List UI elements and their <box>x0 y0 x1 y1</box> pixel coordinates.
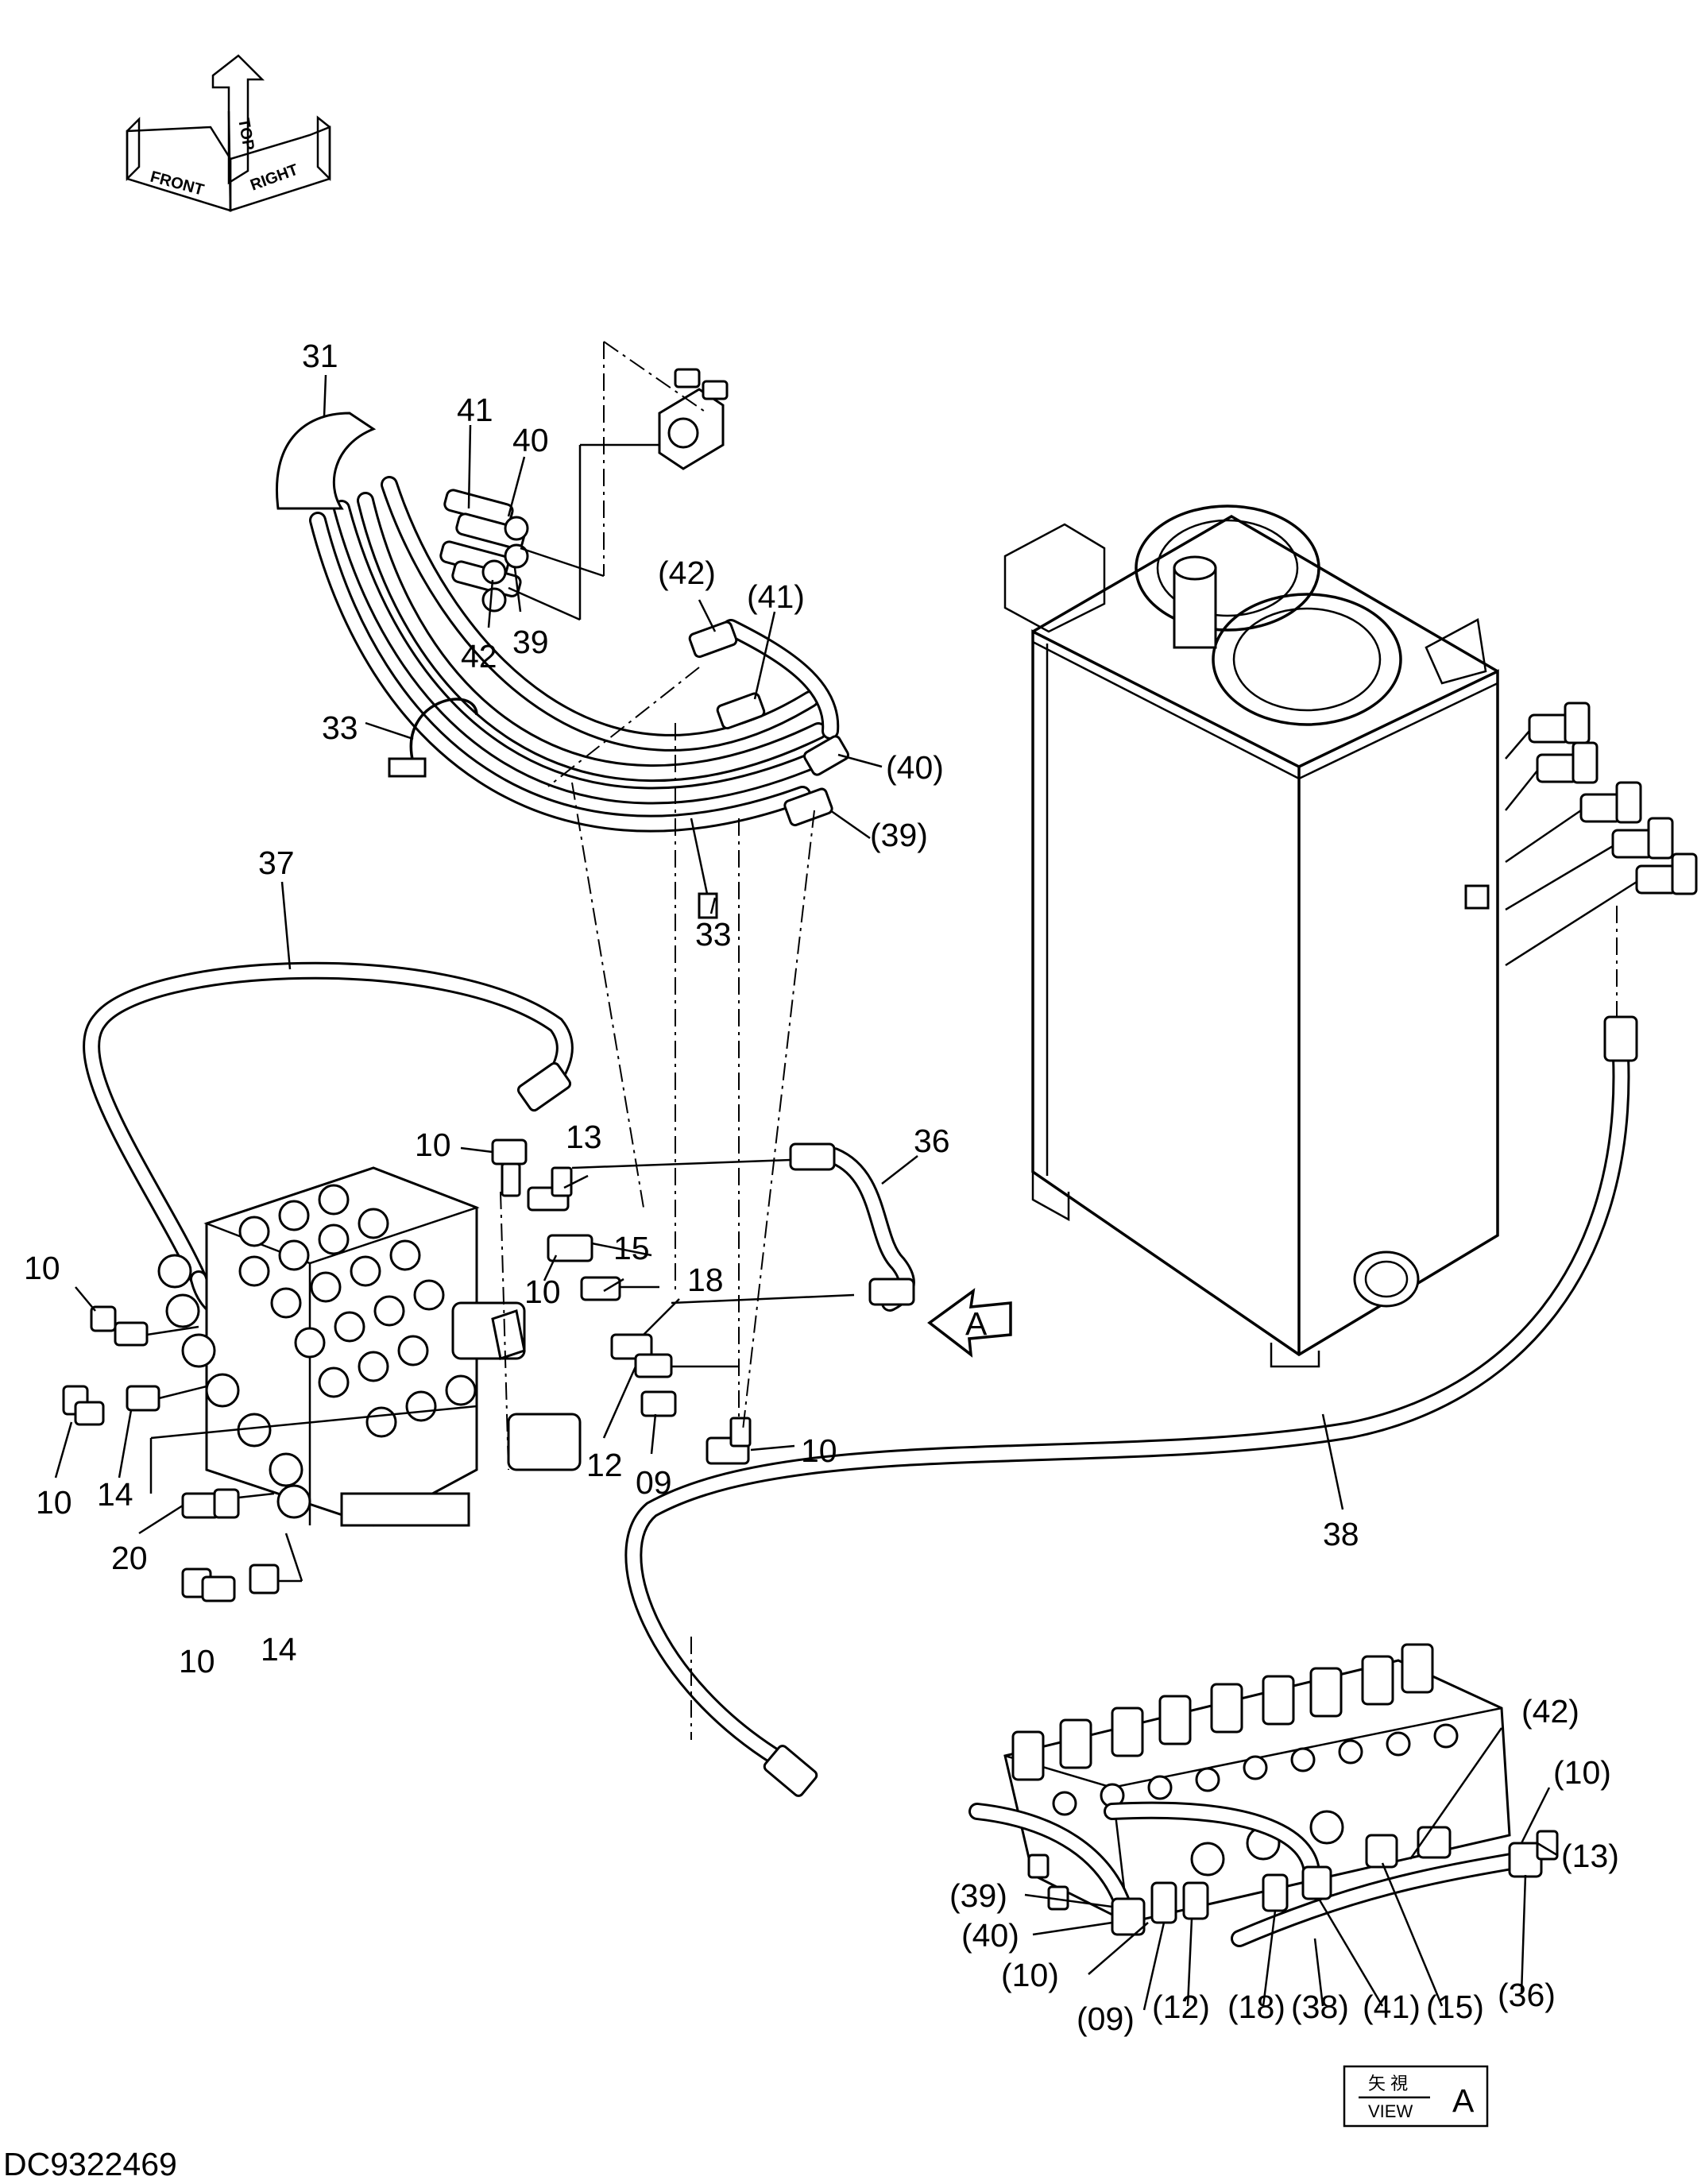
label-15: 15 <box>613 1230 650 1266</box>
label-38: 38 <box>1323 1516 1359 1552</box>
label-10-left-lower: 10 <box>36 1484 72 1521</box>
label-36: 36 <box>914 1123 950 1159</box>
hose-bundle-31 <box>276 412 849 919</box>
part-labels: 31 41 40 42 39 33 33 37 36 38 (42) (41) … <box>24 338 1359 1680</box>
view-word: VIEW <box>1368 2101 1413 2121</box>
view-a-detail <box>968 1643 1559 2011</box>
label-41: 41 <box>457 392 493 428</box>
label-33-lower: 33 <box>695 916 732 953</box>
view-label-10-bottom: (10) <box>1001 1957 1059 1993</box>
part-leaders <box>54 374 1344 1535</box>
view-label-12: (12) <box>1152 1989 1210 2025</box>
label-10-elbow: 10 <box>415 1127 451 1163</box>
label-31: 31 <box>302 338 338 374</box>
view-label-39: (39) <box>949 1877 1007 1914</box>
label-40: 40 <box>512 422 549 458</box>
view-label-38: (38) <box>1291 1989 1349 2025</box>
control-valve <box>157 1166 582 1527</box>
view-arrow-letter: A <box>965 1305 988 1342</box>
label-39: 39 <box>512 624 549 660</box>
view-label-09: (09) <box>1077 2000 1135 2037</box>
label-c41: (41) <box>747 578 805 615</box>
label-c40: (40) <box>886 749 944 786</box>
label-18: 18 <box>687 1262 724 1298</box>
label-10-left-upper: 10 <box>24 1250 60 1286</box>
view-letter: A <box>1452 2082 1475 2119</box>
label-42: 42 <box>461 638 497 675</box>
view-kanji: 矢 視 <box>1368 2074 1408 2093</box>
label-14-upper: 14 <box>97 1476 133 1513</box>
label-c39: (39) <box>870 817 928 853</box>
view-label-42: (42) <box>1521 1693 1579 1730</box>
valve-ports <box>157 1184 477 1519</box>
hose-36 <box>789 1142 915 1312</box>
label-10-bottom: 10 <box>179 1643 215 1680</box>
label-20: 20 <box>111 1540 148 1576</box>
view-a-labels: (42) (10) (13) (39) (40) (10) (09) (12) … <box>949 1693 1619 2037</box>
label-33-clamp: 33 <box>322 709 358 746</box>
pilot-valve-block <box>508 341 729 621</box>
view-a-spools <box>1011 1643 1459 1877</box>
view-label-40: (40) <box>961 1917 1019 1954</box>
loose-fittings <box>62 1138 752 1602</box>
view-label-10-top: (10) <box>1553 1754 1611 1791</box>
orientation-arrow-symbol: FRONT TOP RIGHT <box>126 54 331 212</box>
drawing-id: DC9322469 <box>3 2146 177 2182</box>
top-label: TOP <box>234 117 257 152</box>
view-a-arrow: A <box>927 1288 1012 1358</box>
reference-lines <box>146 667 855 1740</box>
label-09: 09 <box>636 1464 672 1501</box>
label-37: 37 <box>258 845 295 881</box>
view-label-box: 矢 視 VIEW A <box>1343 2065 1489 2128</box>
label-c42: (42) <box>658 555 716 591</box>
right-label: RIGHT <box>248 161 300 195</box>
view-label-41: (41) <box>1363 1989 1421 2025</box>
view-label-13: (13) <box>1561 1838 1619 1874</box>
label-12: 12 <box>586 1447 623 1483</box>
label-10-right: 10 <box>801 1432 837 1469</box>
label-10-mid: 10 <box>524 1274 561 1310</box>
label-14-bottom: 14 <box>261 1631 297 1668</box>
hydraulic-tank <box>1003 504 1698 1368</box>
view-label-18: (18) <box>1227 1989 1285 2025</box>
view-label-36: (36) <box>1498 1977 1556 2013</box>
label-13: 13 <box>566 1119 602 1155</box>
hose-38 <box>624 1015 1638 1797</box>
view-label-15: (15) <box>1426 1989 1484 2025</box>
